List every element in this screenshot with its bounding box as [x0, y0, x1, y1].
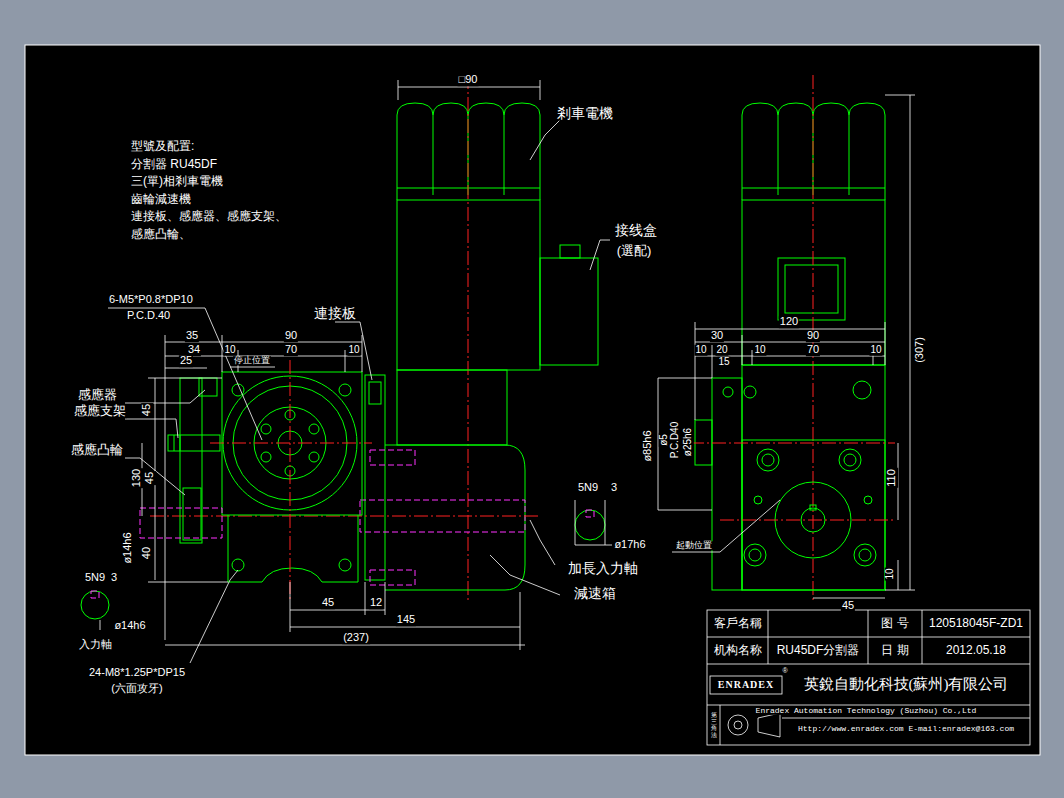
drawing-label: Http://www.enradex.com E-mail:enradex@16…: [797, 725, 1015, 733]
drawing-label: Enradex Automation Technology (Suzhou) C…: [755, 707, 978, 715]
drawing-label: 10: [694, 345, 707, 356]
drawing-label: ø14h6: [122, 531, 134, 564]
drawing-label: 130: [131, 468, 143, 488]
drawing-label: 70: [806, 344, 820, 356]
drawing-label: 12: [369, 597, 383, 609]
drawing-label: 日 期: [880, 644, 909, 657]
drawing-label: 25: [179, 355, 193, 367]
drawing-label: 減速箱: [573, 586, 617, 601]
drawing-label: ø14h6: [113, 620, 146, 632]
drawing-label: 110: [886, 468, 898, 488]
drawing-label: 10: [869, 345, 882, 356]
drawing-label: 10: [753, 345, 766, 356]
drawing-label: 分割器 RU45DF: [130, 158, 218, 171]
drawing-label: ø85h6: [642, 429, 654, 462]
drawing-label: 感應支架: [73, 404, 127, 418]
drawing-label: ®: [781, 667, 788, 674]
drawing-label: 起動位置: [675, 541, 713, 550]
drawing-label: 34: [187, 344, 201, 356]
drawing-label: □90: [458, 74, 479, 86]
drawing-label: 20: [715, 345, 728, 356]
drawing-label: 40: [141, 546, 153, 560]
drawing-label: (237): [342, 632, 370, 644]
drawing-label: RU45DF分割器: [776, 644, 861, 657]
drawing-label: 90: [284, 330, 298, 342]
drawing-label: 感應器: [77, 388, 118, 402]
drawing-label: (選配): [616, 244, 653, 258]
drawing-label: 10: [223, 345, 236, 356]
drawing-label: 45: [144, 471, 156, 485]
drawing-label: 图 号: [880, 617, 909, 630]
drawing-label: (六面攻牙): [110, 683, 163, 695]
drawing-label: 120518045F-ZD1: [928, 617, 1024, 630]
drawing-label: 齒輪減速機: [130, 193, 192, 206]
drawing-label: ENRADEX: [717, 680, 775, 691]
drawing-label: P.C.D.40: [126, 310, 171, 322]
drawing-label: 10: [347, 345, 360, 356]
drawing-label: 6-M5*P0.8*DP10: [108, 294, 194, 306]
drawing-label: (307): [914, 336, 926, 364]
drawing-label: 145: [396, 614, 416, 626]
drawing-label: 90: [806, 330, 820, 342]
drawing-label: 接线盒: [614, 223, 658, 238]
drawing-label: 停止位置: [233, 356, 271, 365]
drawing-label: 第三角法: [710, 712, 718, 738]
drawing-label: 70: [284, 344, 298, 356]
drawing-label: 感應凸輪、: [130, 228, 192, 241]
drawing-label: ø5: [659, 433, 670, 447]
drawing-label: 45: [841, 600, 855, 612]
drawing-label: 英銳自動化科技(蘇州)有限公司: [803, 677, 1010, 693]
drawing-label: 連接板、感應器、感應支架、: [130, 210, 288, 223]
drawing-label: ø25h6: [683, 427, 694, 457]
drawing-label: 30: [710, 330, 724, 342]
drawing-label: 3: [110, 572, 118, 584]
drawing-label: P.C.D40: [670, 421, 681, 460]
drawing-label: 入力軸: [78, 639, 113, 651]
drawing-label: 120: [779, 316, 799, 328]
drawing-label: 5N9: [84, 572, 106, 584]
drawing-label: 連接板: [313, 306, 357, 321]
drawing-label: 35: [185, 330, 199, 342]
drawing-label: 15: [717, 357, 730, 368]
drawing-label: 剎車電機: [556, 106, 614, 121]
drawing-label: 客戶名稱: [713, 617, 763, 630]
drawing-label: 2012.05.18: [945, 644, 1007, 657]
drawing-label: 24-M8*1.25P*DP15: [88, 667, 186, 679]
drawing-label: 机构名称: [713, 644, 763, 657]
drawing-label: 3: [610, 482, 618, 494]
drawing-label: 10: [885, 567, 896, 580]
drawing-label: 型號及配置:: [130, 140, 195, 153]
drawing-label: 加長入力軸: [567, 561, 639, 576]
drawing-label: 45: [321, 597, 335, 609]
drawing-label: ø17h6: [613, 539, 646, 551]
drawing-label: 5N9: [577, 482, 599, 494]
drawing-label: 三(單)相剎車電機: [130, 175, 224, 188]
drawing-label: 45: [141, 403, 153, 417]
drawing-label: 感應凸輪: [70, 443, 124, 457]
